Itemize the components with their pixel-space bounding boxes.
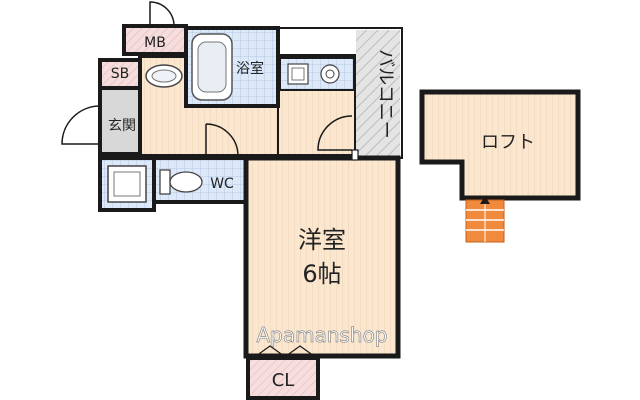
label-balcony: バルコニー — [375, 49, 396, 139]
stairs-arrow-icon — [480, 196, 490, 204]
watermark: Apamanshop — [256, 323, 387, 347]
label-loft: ロフト — [481, 132, 535, 153]
sliding-door — [300, 149, 359, 161]
loft — [419, 89, 581, 201]
closet-doors — [255, 345, 360, 357]
label-wc: WC — [210, 176, 234, 192]
washing-machine-icon — [107, 165, 147, 203]
door-swings — [61, 1, 353, 157]
label-entrance: 玄関 — [108, 117, 136, 134]
label-western-room: 洋室 — [298, 226, 346, 254]
label-bath: 浴室 — [236, 60, 264, 77]
label-closet: CL — [272, 370, 295, 391]
bathtub-icon — [191, 33, 233, 101]
label-mb: MB — [144, 35, 166, 51]
label-sb: SB — [111, 66, 130, 82]
stairs — [465, 196, 505, 243]
stove-icon — [287, 63, 340, 85]
toilet-icon — [159, 169, 203, 195]
label-western-room-size: 6帖 — [302, 260, 341, 288]
washbasin-icon — [145, 64, 183, 88]
